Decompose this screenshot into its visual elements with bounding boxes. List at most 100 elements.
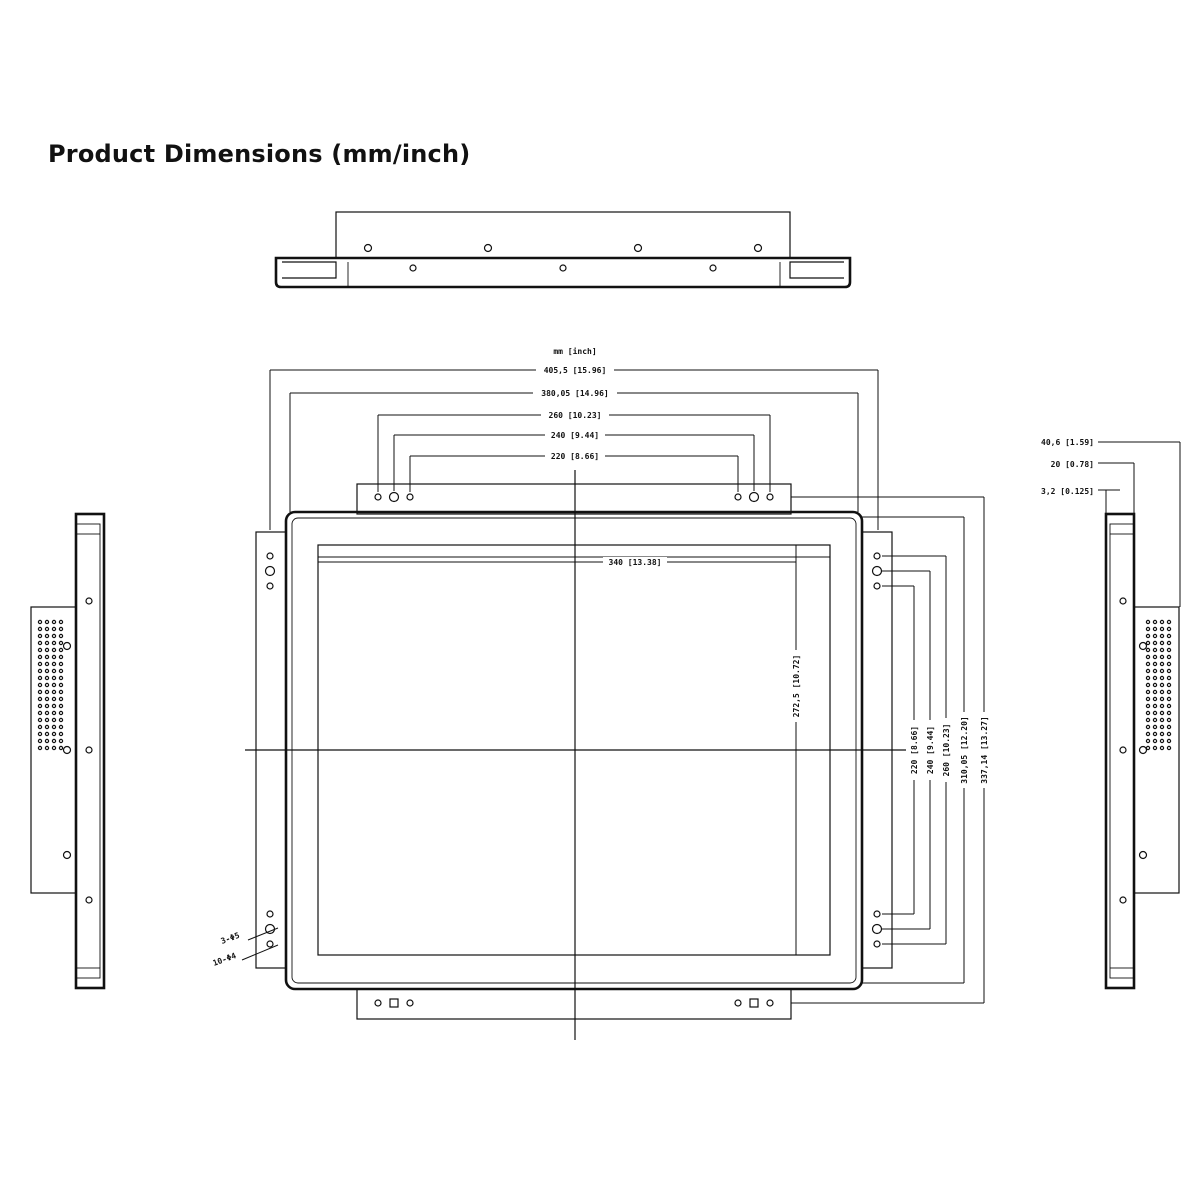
vent-hole	[51, 689, 57, 695]
vent-hole	[51, 675, 57, 681]
vent-hole	[1145, 738, 1151, 744]
vent-hole	[1145, 717, 1151, 723]
vent-hole	[1166, 745, 1172, 751]
vent-hole	[1166, 724, 1172, 730]
vent-hole	[44, 619, 50, 625]
vent-hole	[1159, 689, 1165, 695]
vent-hole	[1145, 731, 1151, 737]
overall-width-label: 405,5 [15.96]	[544, 366, 607, 375]
vent-hole	[1159, 626, 1165, 632]
right-h5-label: 337,14 [13.27]	[980, 716, 989, 783]
vent-hole	[37, 745, 43, 751]
vent-hole	[44, 724, 50, 730]
vent-hole	[37, 668, 43, 674]
vent-hole	[1159, 647, 1165, 653]
vent-hole	[1166, 703, 1172, 709]
vent-hole	[1145, 682, 1151, 688]
vent-hole	[37, 647, 43, 653]
vent-hole	[1159, 745, 1165, 751]
right-side-view	[1098, 441, 1181, 990]
vent-hole	[37, 626, 43, 632]
vent-hole	[51, 717, 57, 723]
vent-hole	[1152, 619, 1158, 625]
vent-hole	[58, 717, 64, 723]
vent-hole	[1145, 626, 1151, 632]
vent-hole	[37, 724, 43, 730]
hole-small-label: 3-Φ5	[220, 931, 241, 946]
vent-hole	[51, 661, 57, 667]
vent-hole	[1152, 731, 1158, 737]
vent-hole	[1152, 668, 1158, 674]
vent-hole	[1145, 619, 1151, 625]
vent-hole	[44, 626, 50, 632]
vent-hole	[51, 647, 57, 653]
vent-hole	[58, 710, 64, 716]
vent-hole	[44, 633, 50, 639]
vent-hole	[51, 710, 57, 716]
diagram-title: Product Dimensions (mm/inch)	[48, 140, 471, 168]
vent-hole	[58, 696, 64, 702]
vent-hole	[58, 654, 64, 660]
vent-hole	[44, 696, 50, 702]
vent-hole	[44, 675, 50, 681]
front-dimension-lines	[241, 369, 985, 1004]
vent-hole	[51, 738, 57, 744]
vent-hole	[1152, 710, 1158, 716]
depth-3-label: 3,2 [0.125]	[1041, 487, 1094, 496]
vent-hole	[37, 703, 43, 709]
vent-hole	[37, 640, 43, 646]
vent-hole	[51, 640, 57, 646]
vent-hole	[1145, 633, 1151, 639]
vent-hole	[1152, 738, 1158, 744]
vent-hole	[37, 654, 43, 660]
vent-hole	[58, 619, 64, 625]
vent-hole	[1152, 689, 1158, 695]
vent-hole	[58, 703, 64, 709]
vent-hole	[1145, 703, 1151, 709]
vent-hole	[44, 661, 50, 667]
vent-hole	[1152, 640, 1158, 646]
vent-hole	[1166, 731, 1172, 737]
vent-hole	[58, 675, 64, 681]
vent-hole	[37, 661, 43, 667]
vent-hole	[37, 619, 43, 625]
right-h2-label: 240 [9.44]	[926, 726, 935, 774]
vent-hole	[1152, 661, 1158, 667]
vent-hole	[1159, 661, 1165, 667]
vent-hole	[58, 689, 64, 695]
vent-hole	[1166, 682, 1172, 688]
vent-hole	[51, 654, 57, 660]
vent-hole	[44, 745, 50, 751]
vent-hole	[51, 682, 57, 688]
vent-hole	[1166, 661, 1172, 667]
vent-hole	[1159, 724, 1165, 730]
vent-hole	[37, 682, 43, 688]
vent-hole	[58, 731, 64, 737]
vent-hole	[51, 724, 57, 730]
vent-hole	[51, 633, 57, 639]
vent-hole	[1152, 696, 1158, 702]
vent-hole	[1166, 654, 1172, 660]
vent-hole	[58, 640, 64, 646]
right-h3-label: 260 [10.23]	[942, 724, 951, 777]
vent-hole	[1145, 640, 1151, 646]
vent-hole	[1166, 710, 1172, 716]
vent-hole	[1145, 654, 1151, 660]
vent-hole	[1145, 647, 1151, 653]
hole-span-3-label: 220 [8.66]	[551, 452, 599, 461]
vent-hole	[1152, 633, 1158, 639]
right-vent-grid	[1145, 619, 1172, 751]
vent-hole	[37, 696, 43, 702]
vent-hole	[37, 689, 43, 695]
vent-hole	[37, 633, 43, 639]
vent-hole	[51, 626, 57, 632]
vent-hole	[37, 675, 43, 681]
vent-hole	[51, 668, 57, 674]
vent-hole	[51, 745, 57, 751]
vent-hole	[1152, 703, 1158, 709]
vent-hole	[44, 717, 50, 723]
width-2-label: 380,05 [14.96]	[541, 389, 608, 398]
vent-hole	[1145, 668, 1151, 674]
vent-hole	[58, 745, 64, 751]
